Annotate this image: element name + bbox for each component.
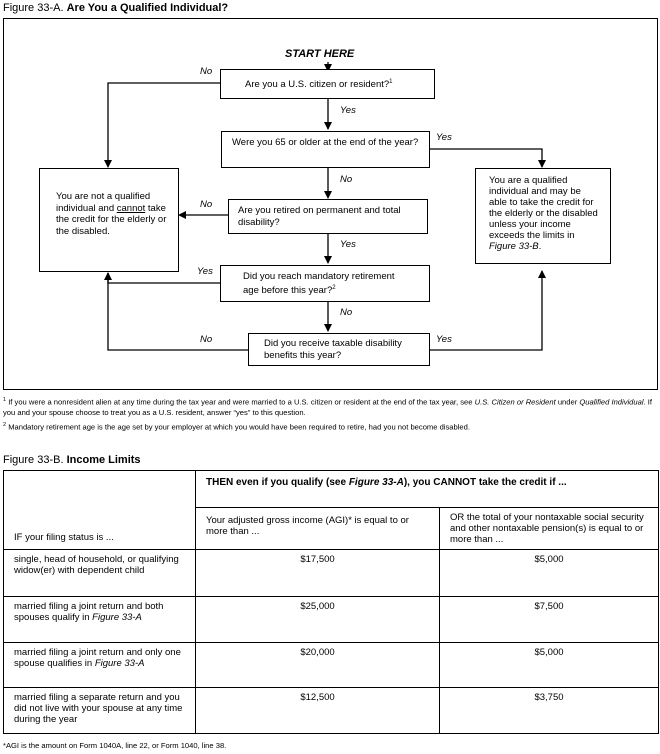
agi-value: $12,500 [300, 692, 335, 703]
footnote-2-mark: 2 [3, 422, 7, 428]
status-text: single, head of household, or qualifying… [14, 554, 179, 576]
question-disability-benefits-text: Did you receive taxable disability benef… [264, 338, 402, 361]
footnote-1-ref-citizen: U.S. Citizen or Resident [474, 397, 556, 407]
cell-pension: $7,500 [439, 596, 659, 643]
cell-agi: $25,000 [195, 596, 440, 643]
header-agi: Your adjusted gross income (AGI)* is equ… [195, 507, 440, 550]
pension-value: $5,000 [534, 554, 564, 565]
pension-value: $5,000 [534, 647, 564, 658]
cell-filing-status: married filing a joint return and only o… [3, 642, 196, 688]
footnote-1-mark: 1 [3, 397, 7, 403]
label-q4-yes: Yes [197, 266, 213, 277]
cell-filing-status: married filing a joint return and both s… [3, 596, 196, 643]
footnote-2-text: Mandatory retirement age is the age set … [8, 422, 470, 432]
header-filing-status-text: IF your filing status is ... [14, 532, 114, 543]
figure-a-heading: Are You a Qualified Individual? [66, 2, 229, 14]
label-q5-no: No [200, 334, 213, 345]
arrow-q2-yes [430, 148, 546, 168]
footnote-1: 1 If you were a nonresident alien at any… [3, 395, 658, 418]
question-citizen: Are you a U.S. citizen or resident?1 [220, 69, 435, 99]
table-row: married filing a separate return and you… [3, 687, 659, 734]
label-q3-no: No [200, 199, 213, 210]
footnote-1-text-c: . If you and your spouse choose to treat… [3, 397, 652, 417]
agi-value: $25,000 [300, 601, 335, 612]
footnote-1-ref-qualified: Qualified Individual [579, 397, 644, 407]
question-retired-disability-text: Are you retired on permanent and total d… [238, 205, 401, 228]
arrow-q5-no [107, 273, 248, 351]
question-mandatory-retirement: Did you reach mandatory retirement age b… [220, 265, 430, 302]
header-then-text-a: THEN even if you qualify (see [206, 477, 347, 488]
agi-value: $17,500 [300, 554, 335, 565]
arrow-q1-no [104, 82, 220, 168]
status-text: married filing a separate return and you… [14, 692, 183, 725]
question-age-65-text: Were you 65 or older at the end of the y… [232, 137, 419, 148]
figure-a-number: Figure 33-A. [3, 2, 64, 14]
outcome-not-qualified-cannot: cannot [116, 202, 146, 214]
pension-value: $7,500 [534, 601, 564, 612]
figure-b-title: Figure 33-B. Income Limits [3, 454, 141, 466]
arrow-q5-yes [430, 270, 546, 351]
table-row: married filing a joint return and both s… [3, 596, 659, 643]
income-limits-table: IF your filing status is ... THEN even i… [3, 470, 659, 734]
table-header-row-1: IF your filing status is ... THEN even i… [3, 470, 659, 550]
question-disability-benefits: Did you receive taxable disability benef… [248, 333, 430, 366]
flowchart-frame [3, 18, 658, 390]
question-citizen-text: Are you a U.S. citizen or resident? [245, 79, 390, 91]
header-then-figure-ref: Figure 33-A [348, 477, 404, 488]
cell-agi: $12,500 [195, 687, 440, 734]
header-pension: OR the total of your nontaxable social s… [439, 507, 659, 550]
cell-pension: $5,000 [439, 642, 659, 688]
status-text: married filing a joint return and only o… [14, 647, 181, 669]
start-here-label: START HERE [285, 48, 355, 60]
cell-filing-status: married filing a separate return and you… [3, 687, 196, 734]
figure-a-title: Figure 33-A. Are You a Qualified Individ… [3, 2, 228, 14]
cell-pension: $5,000 [439, 549, 659, 597]
outcome-not-qualified-text-1: You are not a qualified individual and [56, 191, 151, 214]
agi-value: $20,000 [300, 647, 335, 658]
footnote-ref-1: 1 [389, 79, 393, 85]
table-row: single, head of household, or qualifying… [3, 549, 659, 597]
outcome-qualified: You are a qualified individual and may b… [475, 168, 611, 264]
cell-agi: $20,000 [195, 642, 440, 688]
footnote-1-text-a: If you were a nonresident alien at any t… [8, 397, 473, 407]
figure-b-heading: Income Limits [66, 454, 141, 466]
label-q1-no: No [200, 66, 213, 77]
label-q1-yes: Yes [340, 105, 356, 116]
figure-b-number: Figure 33-B. [3, 454, 64, 466]
header-then: THEN even if you qualify (see Figure 33-… [195, 470, 659, 508]
footnote-ref-2: 2 [332, 284, 336, 291]
outcome-qualified-figure-ref: Figure 33-B [489, 241, 539, 252]
cell-agi: $17,500 [195, 549, 440, 597]
status-text: married filing a joint return and both s… [14, 601, 164, 623]
outcome-not-qualified: You are not a qualified individual and c… [39, 168, 179, 272]
table-header-row-2: Your adjusted gross income (AGI)* is equ… [4, 507, 659, 550]
header-pension-text: OR the total of your nontaxable social s… [450, 512, 644, 545]
cell-filing-status: single, head of household, or qualifying… [3, 549, 196, 597]
table-row: married filing a joint return and only o… [3, 642, 659, 688]
question-retired-disability: Are you retired on permanent and total d… [228, 199, 428, 234]
agi-footnote: *AGI is the amount on Form 1040A, line 2… [3, 741, 227, 750]
header-then-text-b: ), you CANNOT take the credit if ... [403, 477, 567, 488]
footnote-2: 2 Mandatory retirement age is the age se… [3, 420, 658, 433]
question-mandatory-retirement-text: Did you reach mandatory retirement age b… [243, 271, 395, 296]
outcome-qualified-period: . [538, 241, 542, 252]
question-age-65: Were you 65 or older at the end of the y… [221, 131, 430, 168]
label-q3-yes: Yes [340, 239, 356, 250]
header-agi-text: Your adjusted gross income (AGI)* is equ… [206, 515, 409, 537]
outcome-qualified-text: You are a qualified individual and may b… [489, 175, 598, 241]
outcome-not-qualified-text-2: take the credit for the elderly or the d… [56, 202, 167, 237]
status-figure-ref: Figure 33-A [92, 612, 142, 623]
pension-value: $3,750 [534, 692, 564, 703]
label-q4-no: No [340, 307, 353, 318]
header-filing-status: IF your filing status is ... [3, 470, 196, 550]
footnote-1-text-b: under [557, 397, 578, 407]
label-q2-no: No [340, 174, 353, 185]
status-figure-ref: Figure 33-A [94, 658, 145, 669]
label-q2-yes: Yes [436, 132, 452, 143]
label-q5-yes: Yes [436, 334, 452, 345]
cell-pension: $3,750 [439, 687, 659, 734]
